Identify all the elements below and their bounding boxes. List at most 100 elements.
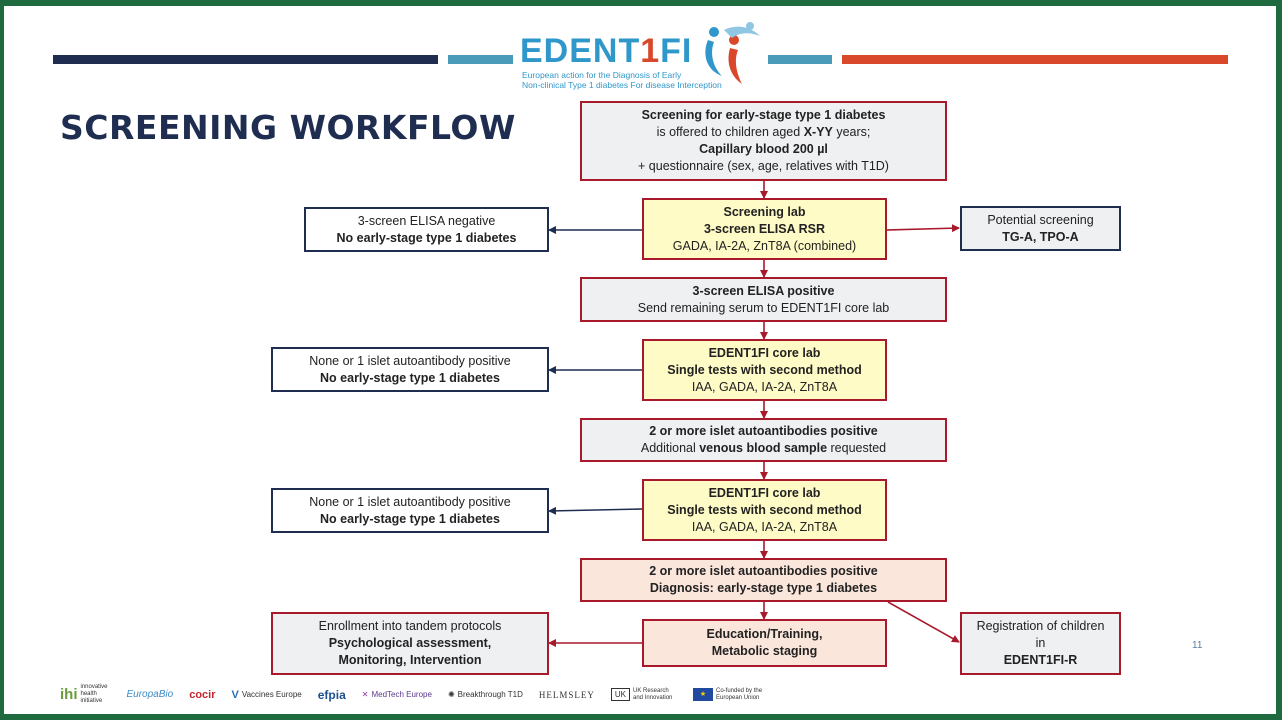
box-none-or-one-1: None or 1 islet autoantibody positive No…: [271, 347, 549, 392]
ukri-text: UK Research and Innovation: [633, 687, 673, 701]
offer-line2a: is offered to children aged: [656, 125, 804, 139]
medtech-europe-logo: ✕ MedTech Europe: [362, 690, 432, 699]
two-more-1-line2c: requested: [827, 441, 887, 455]
none-one-2-line2: No early-stage type 1 diabetes: [320, 511, 500, 526]
vaccines-europe-icon: V: [231, 688, 239, 701]
efpia-text: efpia: [317, 687, 346, 702]
box-registration: Registration of children in EDENT1FI-R: [960, 612, 1121, 675]
box-screening-offer: Screening for early-stage type 1 diabete…: [580, 101, 947, 181]
helmsley-text: HELMSLEY: [538, 689, 595, 700]
two-more-1-line2: Additional venous blood sample requested: [641, 440, 886, 457]
elisa-positive-line1: 3-screen ELISA positive: [692, 283, 835, 298]
elisa-positive-line2: Send remaining serum to EDENT1FI core la…: [637, 300, 890, 315]
page-number: 11: [1192, 640, 1203, 651]
logo-subtitle: European action for the Diagnosis of Ear…: [522, 70, 722, 90]
offer-line3: Capillary blood 200 µl: [699, 142, 828, 156]
logo-word-b: FI: [660, 32, 693, 70]
header-band-navy: [53, 55, 438, 64]
edent1fi-logo: EDENT1FI European action for the Diagnos…: [520, 18, 770, 93]
box-core-lab-1: EDENT1FI core lab Single tests with seco…: [642, 339, 887, 401]
arrow-core2-to-none2: [548, 506, 643, 515]
box-potential-screening: Potential screening TG-A, TPO-A: [960, 206, 1121, 251]
breakthrough-t1d-logo: ✺ Breakthrough T1D: [448, 690, 523, 699]
core-lab-2-line1: EDENT1FI core lab: [708, 485, 821, 500]
box-elisa-negative: 3-screen ELISA negative No early-stage t…: [304, 207, 549, 252]
medtech-text: MedTech Europe: [371, 690, 432, 699]
offer-line1: Screening for early-stage type 1 diabete…: [641, 108, 886, 122]
box-core-lab-2: EDENT1FI core lab Single tests with seco…: [642, 479, 887, 541]
box-none-or-one-2: None or 1 islet autoantibody positive No…: [271, 488, 549, 533]
core-lab-2-line3: IAA, GADA, IA-2A, ZnT8A: [691, 519, 838, 534]
ukri-mark: UK: [610, 688, 630, 701]
elisa-negative-line2: No early-stage type 1 diabetes: [336, 230, 517, 245]
ukri-logo: UK UK Research and Innovation: [610, 687, 677, 702]
offer-line2b: X-YY: [803, 125, 833, 139]
core-lab-2-line2: Single tests with second method: [667, 502, 862, 517]
logo-word-one: 1: [640, 32, 661, 70]
europabio-text: EuropaBio: [126, 689, 174, 700]
cocir-logo: cocir: [189, 689, 215, 701]
ihi-logo: ihi innovative health initiative: [60, 684, 111, 705]
helmsley-logo: HELMSLEY: [539, 690, 595, 700]
education-line2: Metabolic staging: [711, 644, 818, 658]
eu-logo: ★ Co-funded by the European Union: [693, 688, 776, 702]
arrow-diagnosis-to-registration: [887, 601, 960, 643]
none-one-1-line2: No early-stage type 1 diabetes: [320, 370, 500, 385]
two-more-1-line1: 2 or more islet autoantibodies positive: [649, 424, 878, 438]
offer-line4: + questionnaire (sex, age, relatives wit…: [638, 159, 889, 173]
potential-line2: TG-A, TPO-A: [1002, 229, 1079, 244]
header-band-teal-left: [448, 55, 513, 64]
elisa-negative-line1: 3-screen ELISA negative: [357, 213, 496, 228]
box-screening-lab: Screening lab 3-screen ELISA RSR GADA, I…: [642, 198, 887, 260]
potential-line1: Potential screening: [987, 212, 1094, 227]
none-one-1-line1: None or 1 islet autoantibody positive: [309, 353, 511, 368]
core-lab-1-line3: IAA, GADA, IA-2A, ZnT8A: [691, 379, 838, 394]
breakthrough-icon: ✺: [447, 690, 455, 699]
vaccines-europe-logo: V Vaccines Europe: [232, 689, 302, 701]
europabio-logo: EuropaBio: [127, 689, 174, 700]
registration-line3: EDENT1FI-R: [1003, 653, 1078, 667]
none-one-2-line1: None or 1 islet autoantibody positive: [309, 494, 511, 509]
logo-wordmark: EDENT1FI: [520, 32, 692, 71]
enrollment-line3: Monitoring, Intervention: [338, 653, 482, 667]
sponsor-logos: ihi innovative health initiative EuropaB…: [60, 684, 776, 705]
medtech-icon: ✕: [361, 690, 369, 699]
box-two-or-more-1: 2 or more islet autoantibodies positive …: [580, 418, 947, 462]
offer-line2: is offered to children aged X-YY years;: [657, 124, 871, 141]
breakthrough-text: Breakthrough T1D: [457, 690, 523, 699]
core-lab-1-line1: EDENT1FI core lab: [708, 345, 821, 360]
offer-line2c: years;: [832, 125, 871, 139]
arrow-lab-to-potential: [886, 224, 960, 233]
box-education: Education/Training, Metabolic staging: [642, 619, 887, 667]
enrollment-line1: Enrollment into tandem protocols: [318, 619, 502, 633]
page-title: SCREENING WORKFLOW: [60, 108, 516, 147]
eu-flag-icon: ★: [693, 688, 713, 701]
box-elisa-positive: 3-screen ELISA positive Send remaining s…: [580, 277, 947, 322]
cocir-text: cocir: [189, 688, 216, 701]
logo-word-a: EDENT: [520, 32, 641, 70]
screening-lab-line2: 3-screen ELISA RSR: [703, 221, 826, 236]
diagnosis-line2: Diagnosis: early-stage type 1 diabetes: [649, 581, 878, 595]
header-band-teal-right: [768, 55, 832, 64]
diagnosis-line1: 2 or more islet autoantibodies positive: [649, 564, 878, 578]
two-more-1-line2b: venous blood sample: [699, 441, 828, 455]
ihi-mark: ihi: [60, 686, 78, 703]
core-lab-1-line2: Single tests with second method: [667, 362, 862, 377]
two-more-1-line2a: Additional: [640, 441, 700, 455]
logo-subtitle-line1: European action for the Diagnosis of Ear…: [522, 70, 682, 80]
box-enrollment: Enrollment into tandem protocols Psychol…: [271, 612, 549, 675]
education-line1: Education/Training,: [706, 627, 823, 641]
enrollment-line2: Psychological assessment,: [328, 636, 492, 650]
header-band-orange: [842, 55, 1228, 64]
eu-text: Co-funded by the European Union: [716, 687, 763, 701]
efpia-logo: efpia: [318, 688, 346, 702]
logo-subtitle-line2: Non-clinical Type 1 diabetes For disease…: [522, 80, 722, 90]
box-diagnosis: 2 or more islet autoantibodies positive …: [580, 558, 947, 602]
vaccines-europe-text: Vaccines Europe: [241, 690, 302, 699]
registration-line1: Registration of children: [976, 619, 1105, 633]
screening-lab-line1: Screening lab: [723, 204, 806, 219]
screening-lab-line3: GADA, IA-2A, ZnT8A (combined): [672, 238, 857, 253]
registration-line2: in: [1035, 636, 1046, 650]
ihi-text: innovative health initiative: [80, 684, 108, 704]
